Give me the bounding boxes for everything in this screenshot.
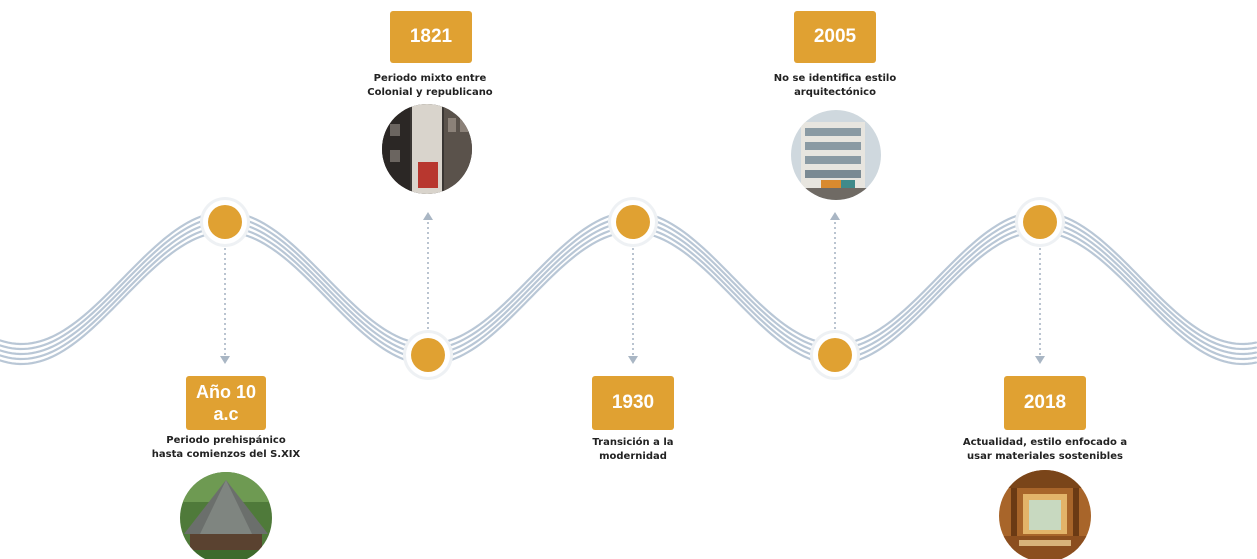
connector-arrow-3 (628, 356, 638, 364)
year-label-event-5: 2018 (1023, 392, 1067, 413)
connector-arrow-5 (1035, 356, 1045, 364)
caption-event-5: Actualidad, estilo enfocado a usar mater… (962, 437, 1128, 462)
year-label-event-3: 1930 (611, 392, 655, 413)
timeline-node-2 (411, 338, 445, 372)
year-label-event-2: 1821 (409, 26, 453, 47)
timeline-node-4 (818, 338, 852, 372)
timeline-node-5 (1023, 205, 1057, 239)
year-box-event-1: Año 10 a.c (186, 376, 266, 430)
timeline-node-1 (208, 205, 242, 239)
connector-arrow-2 (423, 212, 433, 220)
colonial-building-photo (382, 104, 472, 194)
thatched-hut-photo (180, 472, 272, 559)
timeline-node-3 (616, 205, 650, 239)
year-box-event-4: 2005 (794, 11, 876, 63)
sustainable-interior-photo (999, 470, 1091, 559)
year-box-event-2: 1821 (390, 11, 472, 63)
year-box-event-3: 1930 (592, 376, 674, 430)
year-label-event-1: Año 10 a.c (196, 382, 257, 424)
connector-arrow-4 (830, 212, 840, 220)
wave-line-4 (0, 225, 1257, 361)
caption-event-1: Periodo prehispánico hasta comienzos del… (151, 435, 301, 460)
caption-event-2: Periodo mixto entre Colonial y republica… (367, 73, 493, 98)
connector-arrow-1 (220, 356, 230, 364)
caption-event-3: Transición a la modernidad (592, 437, 674, 462)
year-box-event-5: 2018 (1004, 376, 1086, 430)
modern-building-photo (791, 110, 881, 200)
year-label-event-4: 2005 (813, 26, 857, 47)
caption-event-4: No se identifica estilo arquitectónico (773, 73, 897, 98)
wave-line-5 (0, 230, 1257, 366)
